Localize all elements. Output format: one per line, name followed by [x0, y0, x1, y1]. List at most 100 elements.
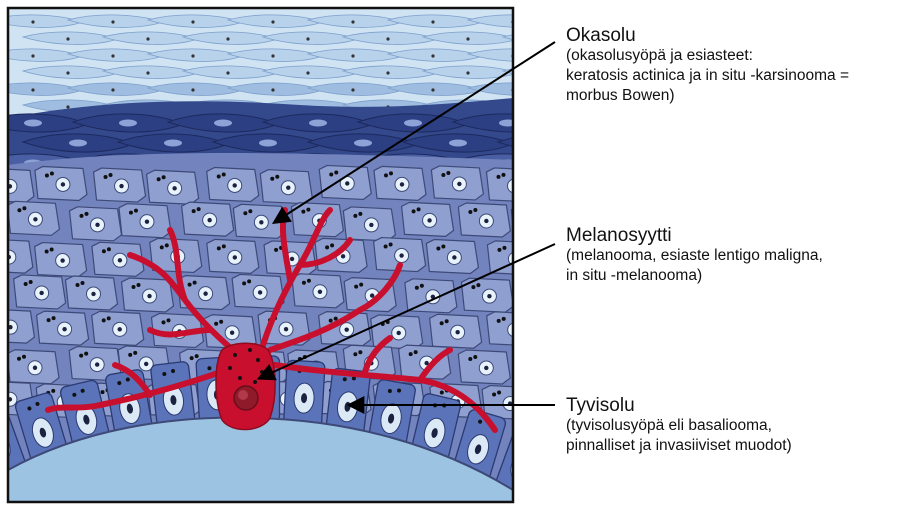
melanin-dot [52, 316, 56, 320]
melanin-dot [0, 386, 1, 390]
melanin-dot [502, 246, 506, 250]
melanin-dot [306, 208, 310, 212]
flat-cell-dot [111, 20, 114, 23]
melanin-dot [307, 279, 311, 283]
melanin-dot [417, 207, 421, 211]
melanin-dot [325, 245, 329, 249]
melanin-dot [436, 246, 440, 250]
melanin-dot [468, 357, 472, 361]
melanin-dot [412, 209, 416, 213]
melanin-granule [228, 366, 232, 370]
flat-cell-dot [386, 71, 389, 74]
melanin-dot [17, 208, 21, 212]
melanin-dot [45, 173, 49, 177]
melanin-dot [358, 350, 362, 354]
spinous-nucleolus [484, 366, 488, 370]
flat-cell-dot [66, 37, 69, 40]
melanin-dot [109, 173, 113, 177]
granular-nucleus [214, 120, 232, 127]
melanin-dot [166, 318, 170, 322]
melanin-dot [384, 173, 388, 177]
melanin-dot [47, 318, 51, 322]
melanin-dot [497, 319, 501, 323]
melanin-dot [445, 319, 449, 323]
melanocyte-nucleolus [238, 390, 248, 400]
melanin-dot [243, 211, 247, 215]
melanin-dot [165, 243, 169, 247]
spinous-nucleus [538, 357, 552, 371]
melanin-granule [253, 380, 257, 384]
flat-cell-dot [191, 54, 194, 57]
okasolu-label: Okasolu (okasolusyöpä ja esiasteet: kera… [566, 26, 849, 106]
melanin-dot [0, 314, 1, 318]
melanin-granule [256, 358, 260, 362]
spinous-nucleolus [286, 185, 290, 189]
flat-cell-dot [146, 37, 149, 40]
melanin-dot [329, 172, 333, 176]
melanin-dot [160, 245, 164, 249]
melanin-dot [414, 350, 418, 354]
melanin-dot [102, 249, 106, 253]
melanin-dot [441, 244, 445, 248]
flat-cell-dot [271, 54, 274, 57]
melanin-dot [157, 177, 161, 181]
melanosyytti-title: Melanosyytti [566, 226, 823, 246]
spinous-nucleolus [258, 290, 262, 294]
spinous-cell [517, 346, 569, 380]
melanin-dot [275, 175, 279, 179]
spinous-nucleolus [344, 327, 348, 331]
flat-cell-dot [66, 105, 69, 108]
spinous-nucleolus [203, 291, 207, 295]
granular-nucleus [449, 140, 467, 147]
spinous-nucleus [507, 179, 521, 193]
flat-cell-dot [31, 54, 34, 57]
melanin-dot [85, 212, 89, 216]
tyvisolu-label: Tyvisolu (tyvisolusyöpä eli basaliooma, … [566, 396, 792, 456]
melanin-dot [473, 355, 477, 359]
melanin-dot [359, 283, 363, 287]
spinous-nucleolus [33, 366, 37, 370]
flat-cell-dot [351, 54, 354, 57]
flat-cell-dot [271, 88, 274, 91]
melanin-dot [440, 321, 444, 325]
spinous-nucleolus [341, 254, 345, 258]
melanin-dot [334, 170, 338, 174]
melanin-dot [502, 317, 506, 321]
melanin-dot [354, 285, 358, 289]
melanin-dot [384, 245, 388, 249]
spinous-nucleolus [118, 327, 122, 331]
melanin-dot [214, 322, 218, 326]
granular-nucleus [404, 120, 422, 127]
melanin-dot [242, 281, 246, 285]
flat-cell-dot [466, 71, 469, 74]
flat-cell-dot [386, 37, 389, 40]
granular-nucleus [354, 140, 372, 147]
spinous-nucleolus [290, 257, 294, 261]
melanin-dot [497, 248, 501, 252]
granular-nucleus [309, 120, 327, 127]
melanin-dot [76, 283, 80, 287]
spinous-nucleolus [147, 294, 151, 298]
spinous-nucleolus [452, 255, 456, 259]
flat-cell-dot [191, 88, 194, 91]
spinous-nucleolus [284, 327, 288, 331]
flat-cell-dot [546, 105, 549, 108]
flat-cell-dot [431, 54, 434, 57]
flat-cell-dot [226, 37, 229, 40]
melanin-dot [526, 211, 530, 215]
melanin-dot [132, 285, 136, 289]
melanin-granule [248, 348, 252, 352]
melanin-dot [161, 320, 165, 324]
melanin-granule [238, 376, 242, 380]
melanin-dot [84, 352, 88, 356]
melanin-granule [260, 370, 264, 374]
melanin-dot [22, 355, 26, 359]
spinous-nucleolus [370, 293, 374, 297]
melanin-dot [330, 243, 334, 247]
melanin-dot [104, 175, 108, 179]
spinous-nucleolus [542, 293, 546, 297]
flat-cell-dot [31, 20, 34, 23]
melanin-dot [301, 210, 305, 214]
melanin-dot [496, 175, 500, 179]
granular-nucleus [259, 140, 277, 147]
